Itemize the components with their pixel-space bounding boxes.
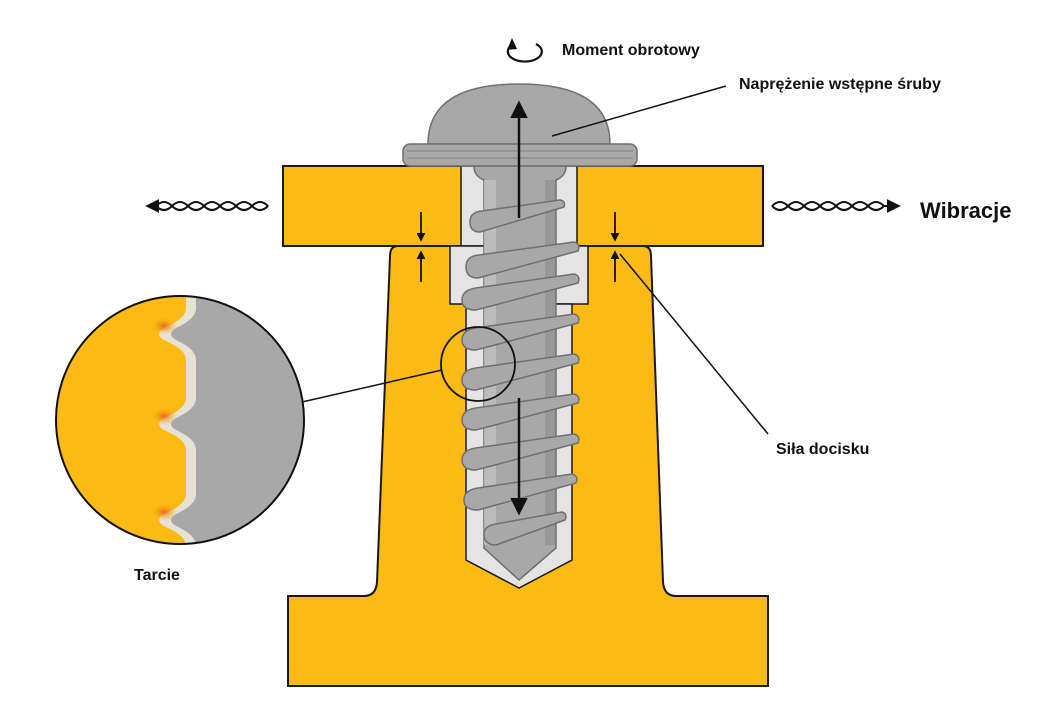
wavy-arrow-icon [771,199,901,213]
wavy-arrow-icon [145,199,269,213]
clamp-force-label: Siła docisku [776,441,870,458]
clamp-leader [619,253,769,435]
detail-circle [440,326,516,402]
friction-magnifier [56,296,304,544]
torque-label: Moment obrotowy [562,42,700,59]
detail-leader [301,369,443,403]
vibration-label: Wibracje [920,198,1012,223]
preload-leader [551,85,727,137]
screw-threads [461,199,580,546]
friction-magnifier-border [55,295,305,545]
rotation-arrow-icon [506,38,543,63]
friction-label: Tarcie [134,567,180,584]
preload-label: Naprężenie wstępne śruby [739,76,941,93]
